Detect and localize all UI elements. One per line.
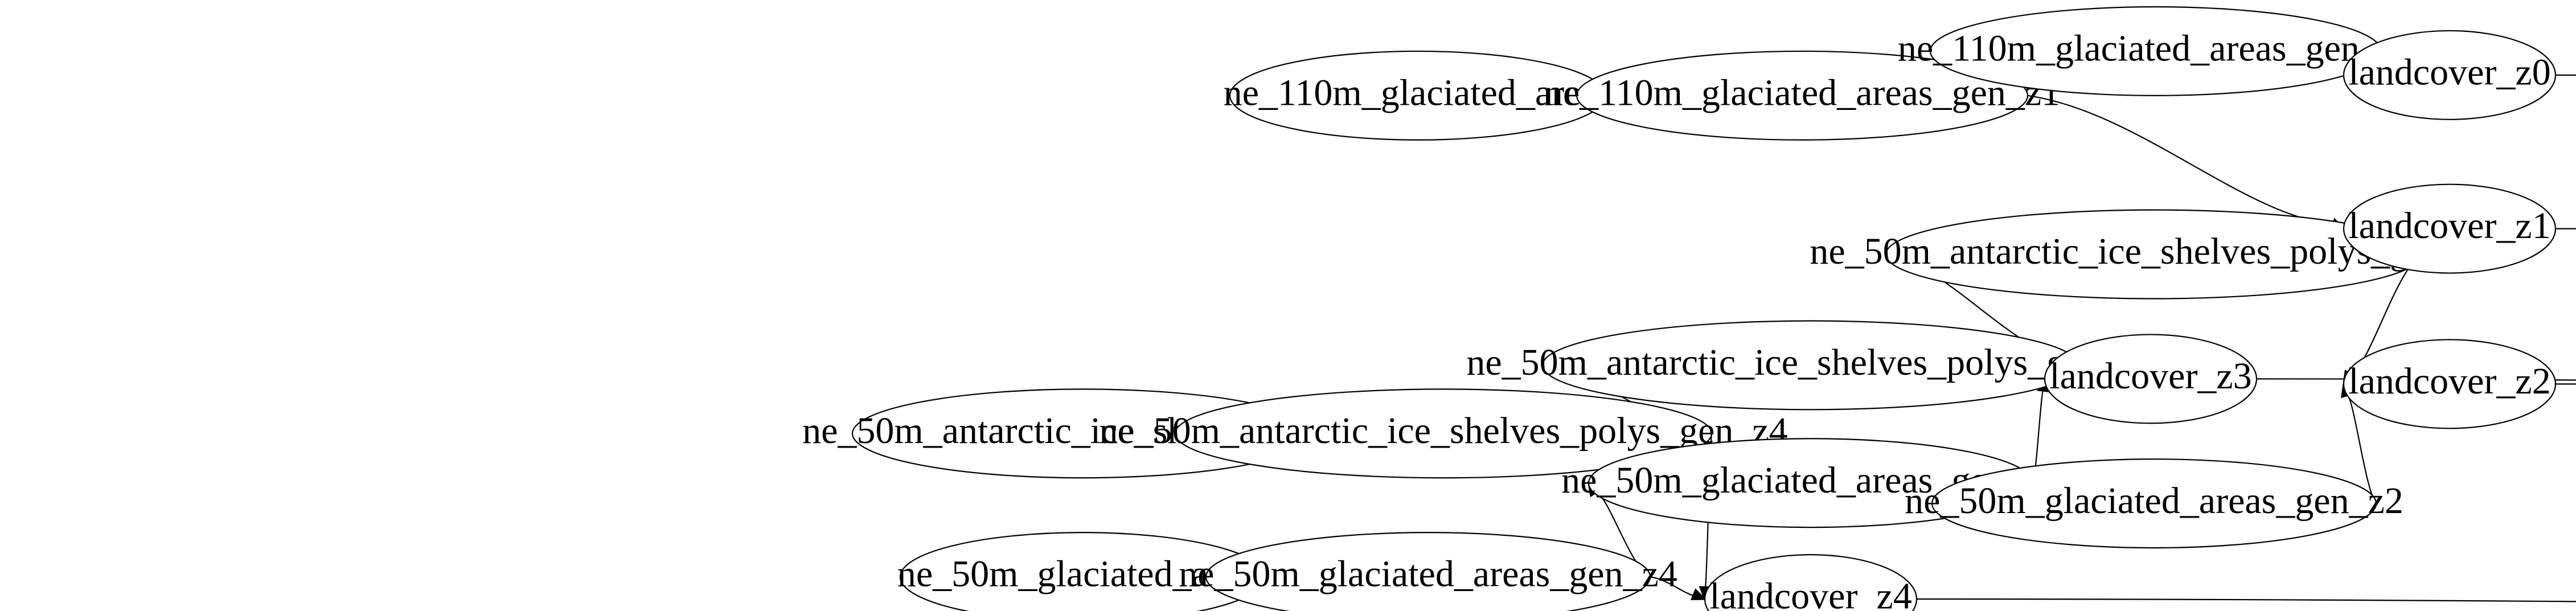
node-shape [1932, 459, 2376, 548]
node-label: landcover_z1 [2348, 205, 2550, 247]
node-shape [1175, 389, 1712, 478]
node-label: ne_110m_glaciated_areas_gen_z1 [1544, 72, 2060, 114]
graph-node-landcover_z2[interactable]: landcover_z2 [2344, 339, 2556, 428]
node-label: landcover_z2 [2348, 360, 2550, 402]
graph-node-ne_110m_glaciated_areas[interactable]: ne_110m_glaciated_areas [1224, 51, 1613, 140]
graph-node-ne_110m_glaciated_areas_gen_z1[interactable]: ne_110m_glaciated_areas_gen_z1 [1544, 51, 2060, 140]
graph-edge-landcover_z4--to--layer_landcover-z4 [1917, 599, 2576, 611]
node-shape [2344, 339, 2556, 428]
graph-edge-landcover_z2--to--layer_landcover-z2 [2556, 384, 2576, 611]
node-label: ne_50m_glaciated_areas_gen_z2 [1905, 480, 2403, 522]
node-label: ne_110m_glaciated_areas_gen_z0 [1898, 28, 2414, 69]
graph-edge-landcover_z0--to--layer_landcover-z0 [2556, 75, 2576, 599]
graph-node-ne_50m_glaciated_areas_gen_z4[interactable]: ne_50m_glaciated_areas_gen_z4 [1179, 532, 1677, 611]
graph-node-landcover_z1[interactable]: landcover_z1 [2344, 184, 2556, 273]
node-label: ne_50m_antarctic_ice_shelves_polys_gen_z… [1099, 410, 1787, 452]
graph-node-landcover_z0[interactable]: landcover_z0 [2344, 31, 2556, 120]
node-shape [2045, 334, 2257, 423]
graph-node-ne_50m_antarctic_ice_shelves_polys_gen_z3[interactable]: ne_50m_antarctic_ice_shelves_polys_gen_z… [1466, 321, 2155, 409]
graph-node-ne_50m_antarctic_ice_shelves_polys_gen_z4[interactable]: ne_50m_antarctic_ice_shelves_polys_gen_z… [1099, 389, 1788, 478]
node-label: ne_50m_antarctic_ice_shelves_polys_gen_z… [1466, 342, 2155, 383]
node-shape [2344, 184, 2556, 273]
graph-node-landcover_z4[interactable]: landcover_z4 [1705, 555, 1917, 611]
graph-node-ne_50m_glaciated_areas_gen_z2[interactable]: ne_50m_glaciated_areas_gen_z2 [1905, 459, 2403, 548]
graph-node-landcover_z3[interactable]: landcover_z3 [2045, 334, 2257, 423]
node-label: landcover_z4 [1709, 576, 1912, 611]
graph-node-ne_110m_glaciated_areas_gen_z0[interactable]: ne_110m_glaciated_areas_gen_z0 [1898, 7, 2414, 96]
node-label: landcover_z3 [2049, 355, 2251, 397]
node-shape [1577, 51, 2028, 140]
node-label: ne_50m_glaciated_areas_gen_z4 [1179, 553, 1677, 595]
nodes-layer: imposm3osm_landcover_polygonsimplify_vw_… [802, 7, 2576, 611]
edge-arrowhead [1690, 588, 1707, 600]
node-shape [1206, 532, 1650, 611]
graph-node-ne_50m_antarctic_ice_shelves_polys[interactable]: ne_50m_antarctic_ice_shelves_polys [802, 389, 1364, 478]
graph-edge-ne_110m_glaciated_areas_gen_z1--to--landcover_z1 [2028, 96, 2335, 225]
node-label: landcover_z0 [2348, 52, 2550, 93]
node-shape [2344, 31, 2556, 120]
graph-edge-landcover_z1--to--layer_landcover-z1 [2556, 229, 2576, 611]
node-shape [1705, 555, 1917, 611]
node-label: ne_110m_glaciated_areas [1224, 72, 1613, 114]
